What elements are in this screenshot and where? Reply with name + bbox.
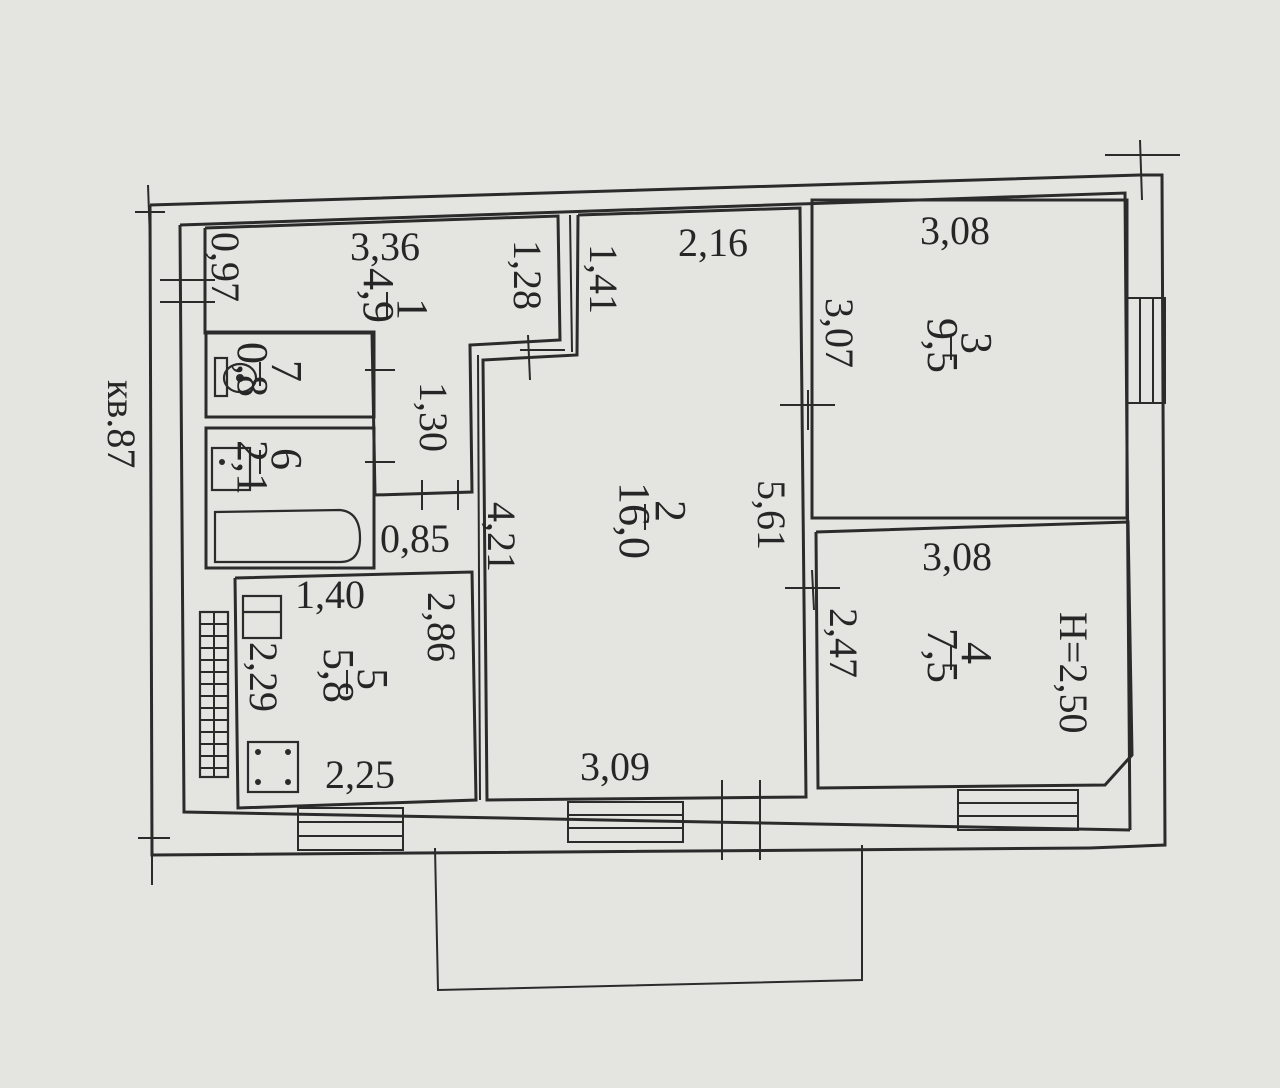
- radiator-icon: [198, 610, 230, 779]
- bedroom-2-dim-side: 2,47: [821, 608, 866, 678]
- corridor-dim-width: 0,97: [203, 232, 248, 302]
- toilet-icon: [213, 356, 258, 398]
- bathroom-number: 6: [262, 448, 311, 470]
- kitchen-dim-top: 1,40: [295, 572, 365, 617]
- bathroom-area: 2,1: [228, 440, 277, 495]
- corridor-number: 1: [388, 298, 437, 320]
- bedroom-1-area: 9,5: [918, 318, 967, 373]
- toilet-number: 7: [262, 360, 311, 382]
- bedroom-1-number: 3: [952, 332, 1001, 354]
- stove-icon: [246, 740, 300, 794]
- kitchen-dim-left: 2,29: [241, 642, 286, 712]
- ceiling-height: H=2,50: [1051, 612, 1096, 733]
- living-dim-alcove: 1,41: [581, 244, 626, 314]
- bedroom-2-area: 7,5: [918, 628, 967, 683]
- living-area: 16,0: [610, 482, 659, 559]
- kitchen-sink-icon: [241, 594, 283, 640]
- window-living: [567, 801, 684, 843]
- balcony-door: [721, 780, 761, 860]
- living-dim-top: 2,16: [678, 220, 748, 265]
- bedroom-2-number: 4: [952, 642, 1001, 664]
- bedroom-1-dim-side: 3,07: [817, 298, 862, 368]
- window-bedroom-1: [1126, 297, 1166, 404]
- corridor-area: 4,9: [354, 268, 403, 323]
- corridor-dim-door: 1,28: [505, 240, 550, 310]
- sink-icon: [210, 446, 252, 492]
- kitchen-dim-side: 2,86: [419, 592, 464, 662]
- living-dim-bottom: 3,09: [580, 744, 650, 789]
- bathroom-dim-door: 0,85: [380, 516, 450, 561]
- kitchen-area: 5,8: [314, 648, 363, 703]
- dimension-ticks: [135, 139, 1180, 885]
- kitchen-number: 5: [348, 668, 397, 690]
- toilet-area: 0,8: [228, 342, 277, 397]
- bedroom-1-dim-top: 3,08: [920, 208, 990, 253]
- kitchen-dim-bottom: 2,25: [325, 752, 395, 797]
- bathtub-icon: [213, 508, 362, 564]
- bedroom-2-dim-top: 3,08: [922, 534, 992, 579]
- bathroom-dim-length: 1,30: [411, 382, 456, 452]
- living-number: 2: [646, 500, 695, 522]
- apartment-label: кв.87: [99, 380, 144, 468]
- corridor-dim-length: 3,36: [350, 224, 420, 269]
- windows: [297, 297, 1166, 860]
- window-kitchen: [297, 807, 404, 851]
- room-outlines: [203, 198, 1134, 810]
- living-dim-right: 5,61: [749, 480, 794, 550]
- window-bedroom-2: [957, 789, 1079, 831]
- balcony: [434, 845, 863, 992]
- living-dim-left: 4,21: [479, 502, 524, 572]
